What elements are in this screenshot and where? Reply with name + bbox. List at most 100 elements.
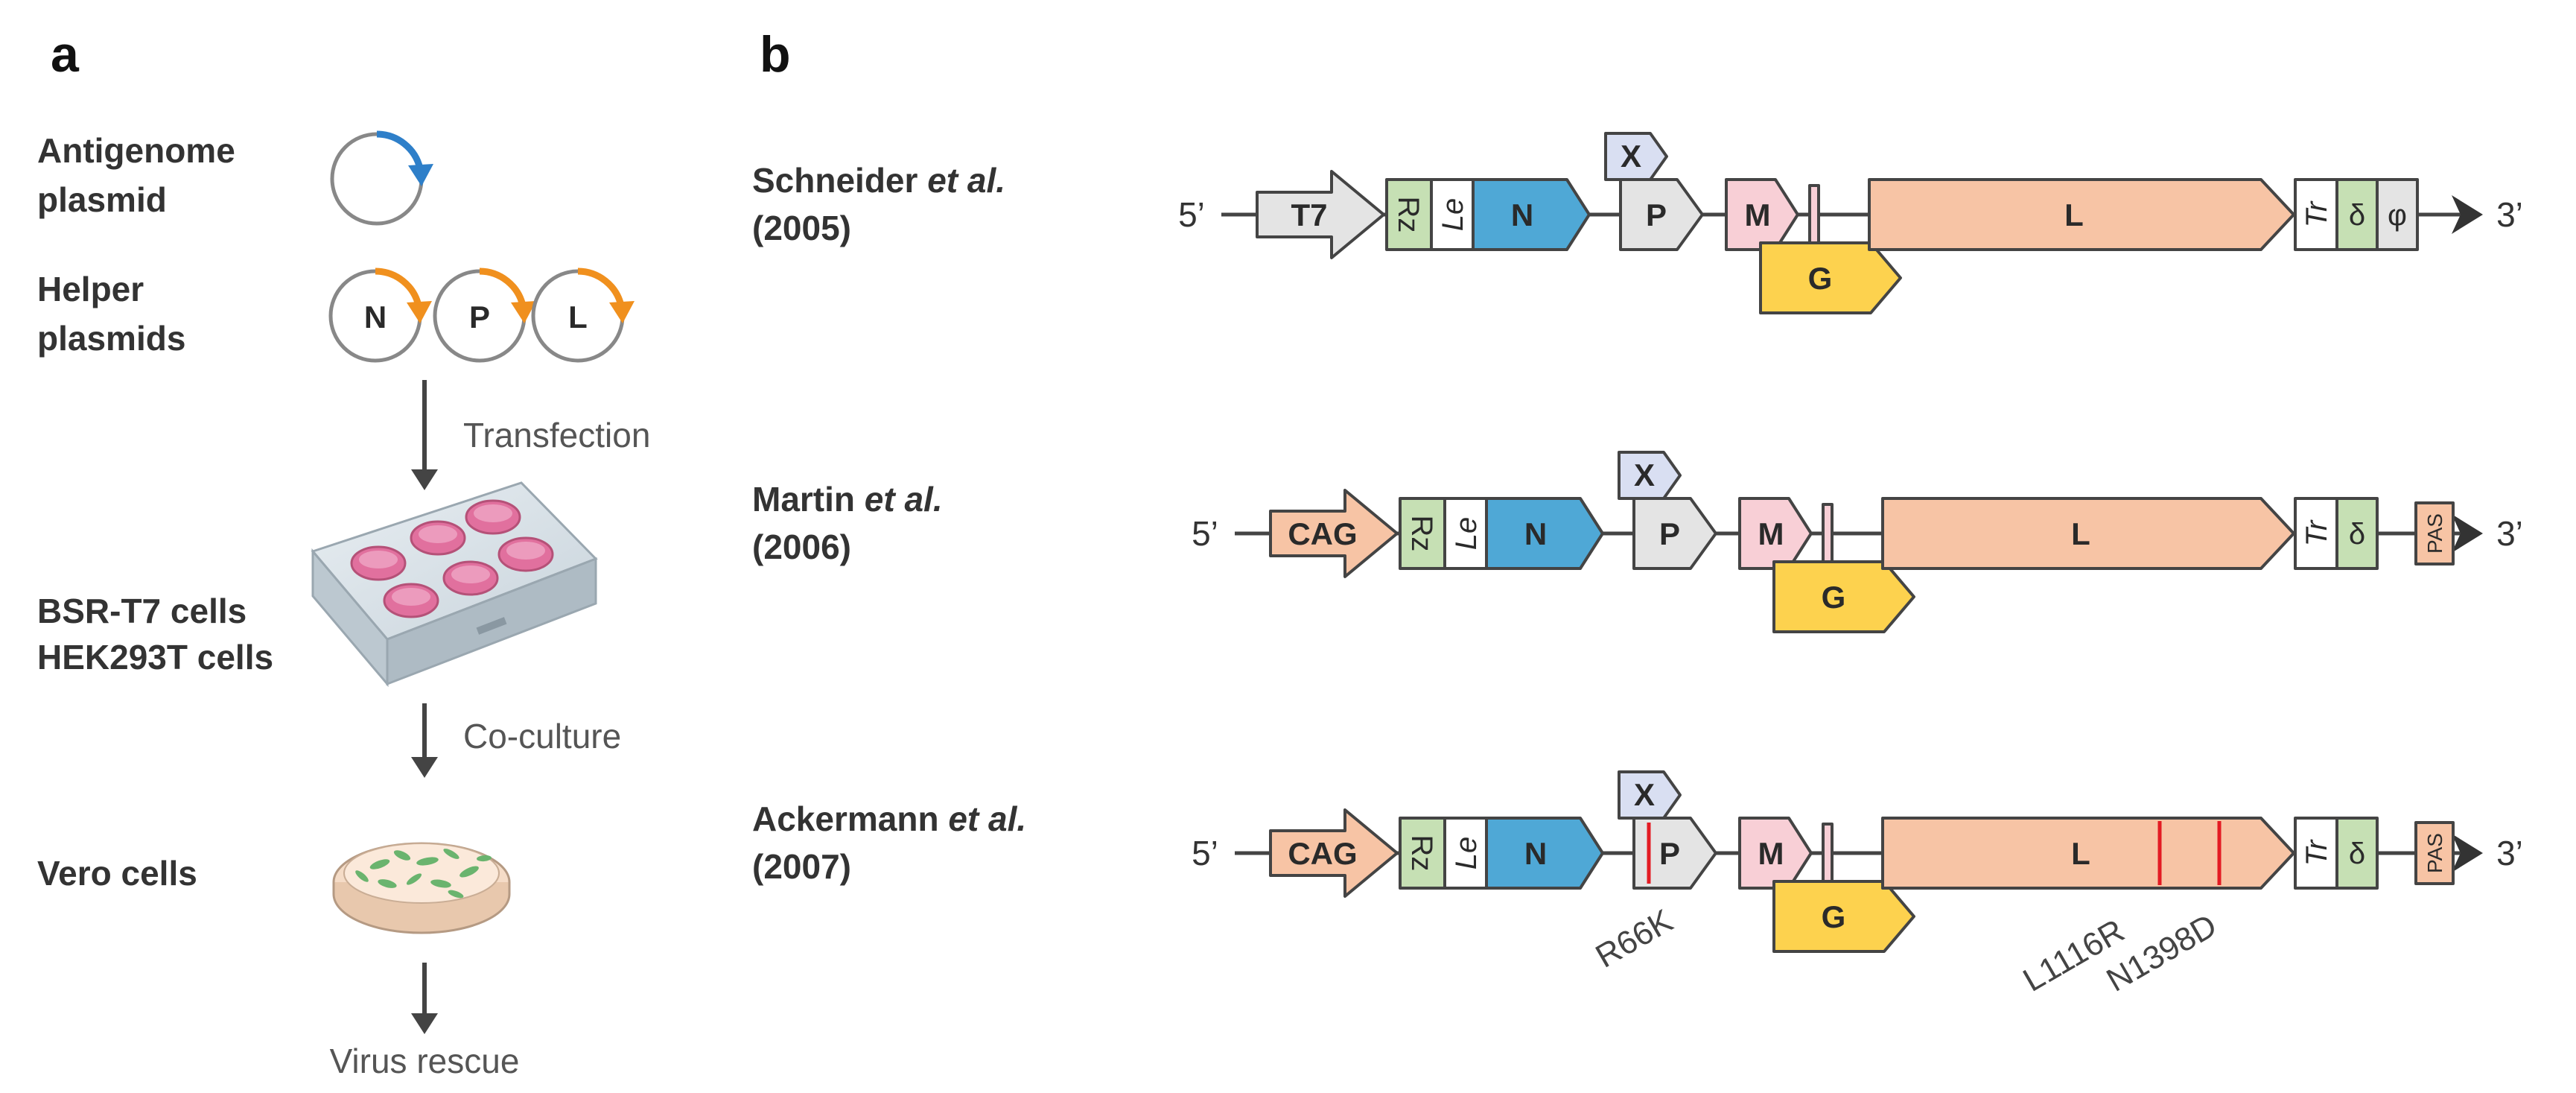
intergenic-marker: [1808, 184, 1820, 251]
five-prime-label: 5’: [1192, 834, 1218, 872]
antigenome-label-line1: Antigenome: [37, 131, 235, 170]
le-label: Le: [1450, 517, 1483, 551]
gene-x: [1618, 451, 1682, 500]
six-well-plate-icon: [311, 481, 598, 688]
author-name: Schneider: [752, 161, 927, 200]
citation-author: Schneider et al.: [752, 161, 1005, 200]
gene-x-label: X: [1634, 457, 1655, 492]
promoter-arrow: [1256, 170, 1385, 259]
three-prime-label: 3’: [2496, 195, 2523, 234]
helper-plasmid-p-label: P: [469, 300, 490, 335]
rz-label: Rz: [1405, 835, 1438, 872]
gene-p: [1632, 817, 1717, 890]
backbone-arrowhead: [2452, 195, 2483, 234]
pas-box: [2414, 501, 2455, 565]
et-al: et al.: [948, 799, 1026, 838]
five-prime-label: 5’: [1178, 195, 1205, 234]
cells-label-line2: HEK293T cells: [37, 638, 273, 677]
antigenome-label-line2: plasmid: [37, 180, 167, 219]
gene-g: [1772, 880, 1915, 953]
gene-p: [1632, 497, 1717, 570]
citation-year: (2007): [752, 847, 851, 886]
gene-p-label: P: [1646, 197, 1667, 232]
promoter-arrow: [1269, 808, 1399, 898]
ribozyme-end-box: [2376, 178, 2419, 251]
gene-m: [1738, 817, 1813, 890]
gene-m: [1725, 178, 1799, 251]
delta-box: [2335, 817, 2379, 890]
rz-label: Rz: [1392, 197, 1425, 233]
tr-label: Tr: [2300, 839, 2333, 866]
rescue-arrow: [411, 963, 438, 1034]
citation-year: (2006): [752, 528, 851, 566]
antigenome-plasmid-icon: [330, 130, 433, 226]
helper-plasmid-p-icon: P: [433, 267, 536, 363]
pas-label: PAS: [2423, 833, 2446, 873]
gene-p-label: P: [1659, 516, 1680, 551]
petri-dish-icon: [332, 842, 511, 934]
delta-label: δ: [2349, 199, 2365, 232]
helper-label-line1: Helper: [37, 270, 144, 308]
rz-label: Rz: [1405, 516, 1438, 552]
delta-label: δ: [2349, 837, 2365, 870]
delta-label: δ: [2349, 518, 2365, 551]
gene-g: [1759, 241, 1902, 314]
author-name: Martin: [752, 480, 865, 519]
co-culture-label: Co-culture: [463, 717, 621, 755]
gene-l-label: L: [2071, 516, 2090, 551]
gene-g-label: G: [1808, 261, 1833, 296]
co-culture-arrow: [411, 703, 438, 778]
five-prime-label: 5’: [1192, 514, 1218, 553]
gene-n: [1485, 817, 1604, 890]
mutation-label: N1398D: [2101, 907, 2223, 999]
end-label: φ: [2388, 199, 2407, 232]
helper-label-line2: plasmids: [37, 319, 185, 358]
gene-n: [1485, 497, 1604, 570]
citation-year: (2005): [752, 209, 851, 247]
gene-p-label: P: [1659, 836, 1680, 871]
pas-label: PAS: [2423, 513, 2446, 554]
promoter-arrow: [1269, 489, 1399, 578]
transfection-label: Transfection: [463, 416, 650, 454]
gene-x: [1604, 132, 1668, 181]
gene-m-label: M: [1745, 197, 1771, 232]
intergenic-marker: [1822, 503, 1834, 570]
mutation-label: R66K: [1590, 902, 1679, 975]
helper-plasmid-l-label: L: [568, 300, 588, 335]
transfection-arrow: [411, 380, 438, 490]
helper-plasmids: N P L: [328, 267, 635, 363]
helper-plasmid-n-icon: N: [328, 267, 432, 363]
backbone-arrowhead: [2452, 514, 2483, 553]
delta-box: [2335, 497, 2379, 570]
gene-l: [1881, 817, 2295, 890]
gene-n-label: N: [1524, 516, 1547, 551]
promoter-label: CAG: [1288, 516, 1357, 551]
gene-n-label: N: [1524, 836, 1547, 871]
gene-g-label: G: [1822, 899, 1846, 934]
le-label: Le: [1437, 198, 1469, 232]
promoter-label: T7: [1291, 197, 1327, 232]
intergenic-marker: [1822, 823, 1834, 890]
gene-x-label: X: [1621, 139, 1641, 174]
gene-l-label: L: [2071, 836, 2090, 871]
le-box: [1443, 497, 1488, 570]
gene-g-label: G: [1822, 580, 1846, 615]
et-al: et al.: [865, 480, 943, 519]
vero-label: Vero cells: [37, 854, 197, 893]
three-prime-label: 3’: [2496, 514, 2523, 553]
gene-l: [1881, 497, 2295, 570]
delta-box: [2335, 178, 2379, 251]
gene-m: [1738, 497, 1813, 570]
citation-author: Ackermann et al.: [752, 799, 1026, 838]
gene-x-label: X: [1634, 777, 1655, 812]
backbone-arrowhead: [2452, 834, 2483, 872]
et-al: et al.: [927, 161, 1005, 200]
rz-box: [1399, 817, 1446, 890]
panel-a: a Antigenome plasmid Helper plasmids BSR…: [37, 26, 650, 1080]
le-label: Le: [1450, 837, 1483, 870]
